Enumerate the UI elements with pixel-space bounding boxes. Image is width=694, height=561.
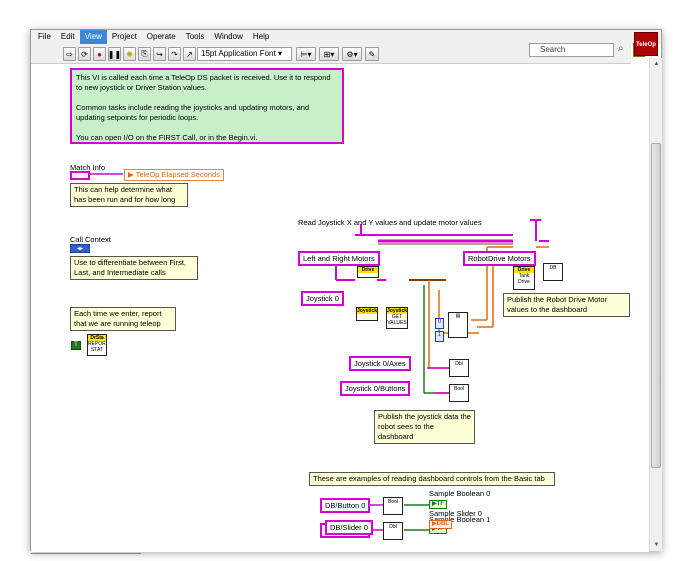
font-select[interactable]: 15pt Application Font ▾ [197,47,292,61]
toolbar: ⇨ ⟳ ● ❚❚ ✺ ⎘ ↪ ↷ ↗ 15pt Application Font… [31,44,631,64]
wires [89,173,549,531]
highlight-execution-icon[interactable]: ✺ [123,47,136,61]
search-icon[interactable]: ⌕ [618,43,624,54]
db-slider0-constant: DB/Slider 0 [325,520,373,535]
joystick0-axes-constant: Joystick 0/Axes [349,356,411,371]
index-constant-0: 0 [435,318,444,329]
menu-operate[interactable]: Operate [146,32,176,41]
retain-wire-values-icon[interactable]: ⎘ [138,47,151,61]
labview-window: File Edit View Project Operate Tools Window Hel… [30,29,662,554]
robotdrive-motors-constant: RobotDrive Motors [463,251,536,266]
reorder-icon[interactable]: ⚙▾ [342,47,362,61]
step-into-icon[interactable]: ↪ [153,47,166,61]
match-info-label: Match Info [70,163,106,172]
dashboard-read-slider0-icon: Dbl [383,522,403,540]
sample-boolean1-label: Sample Boolean 1 [429,515,491,524]
distribute-objects-icon[interactable]: ⊞▾ [319,47,339,61]
index-array-icon: ▤ [448,312,468,338]
joystick0-constant: Joystick 0 [301,291,344,306]
match-info-cluster [70,171,90,180]
search-input[interactable]: Search [529,43,614,57]
menu-edit[interactable]: Edit [60,32,75,41]
scroll-up-icon[interactable]: ▲ [653,61,660,67]
dashboard-comment: These are examples of reading dashboard … [309,472,555,486]
menu-bar: File Edit View Project Operate Tools Window Hel… [31,30,661,44]
drive-refnum-get-icon: Drive [357,266,379,278]
call-context-comment: Use to differentiate between First, Last… [70,256,198,280]
run-arrow-icon[interactable]: ⇨ [63,47,76,61]
run-continuously-icon[interactable]: ⟳ [78,47,91,61]
clean-up-diagram-icon[interactable]: ✎ [365,47,379,61]
menu-tools[interactable]: Tools [185,32,205,41]
sample-boolean0-label: Sample Boolean 0 [429,489,491,498]
menu-view[interactable]: View [79,30,107,44]
sample-slider0-label: Sample Slider 0 [429,509,482,518]
intro-comment: This VI is called each time a TeleOp DS … [70,68,344,144]
step-over-icon[interactable]: ↷ [168,47,181,61]
teleop-elapsed-seconds-indicator: ▶ TeleOp Elapsed Seconds [124,169,224,181]
block-diagram[interactable]: This VI is called each time a TeleOp DS … [31,65,649,552]
dashboard-write-axes-icon: Dbl [449,359,469,377]
sample-boolean0-indicator: ▶TF [429,500,447,509]
menu-project[interactable]: Project [111,32,137,41]
abort-icon[interactable]: ● [93,47,106,61]
align-objects-icon[interactable]: ⊨▾ [296,47,316,61]
call-context-label: Call Context [70,235,111,244]
match-info-comment: This can help determine what has been ru… [70,183,188,207]
publish-joystick-comment: Publish the joystick data the robot sees… [374,410,475,444]
dashboard-write-buttons-icon: Bool [449,384,469,402]
joystick0-buttons-constant: Joystick 0/Buttons [340,381,411,396]
dashboard-read-button0-icon: Bool [383,497,403,515]
read-joystick-label: Read Joystick X and Y values and update … [298,218,482,227]
step-out-icon[interactable]: ↗ [183,47,196,61]
pause-icon[interactable]: ❚❚ [108,47,121,61]
true-constant: T [71,341,81,350]
vi-icon: TeleOp [634,32,658,56]
publish-drive-comment: Publish the Robot Drive Motor values to … [503,293,630,317]
menu-window[interactable]: Window [214,32,243,41]
scroll-down-icon[interactable]: ▼ [653,542,660,548]
dashboard-write-motors-icon: DB [543,263,563,281]
left-right-motors-constant: Left and Right Motors [298,251,380,266]
sample-slider0-indicator: ▶DBL [429,520,452,529]
report-comment: Each time we enter, report that we are r… [70,307,176,331]
vertical-scrollbar[interactable]: ▲ ▼ [649,58,662,551]
scrollbar-thumb[interactable] [651,143,661,468]
joystick-refnum-get-icon: Joystick [356,307,378,321]
menu-file[interactable]: File [38,32,51,41]
db-button0-constant: DB/Button 0 [320,498,371,513]
menu-help[interactable]: Help [252,32,270,41]
call-context-enum: ◂▸ [70,244,90,253]
horizontal-scroll-indicator [31,553,141,554]
index-constant-1: 1 [435,331,444,342]
